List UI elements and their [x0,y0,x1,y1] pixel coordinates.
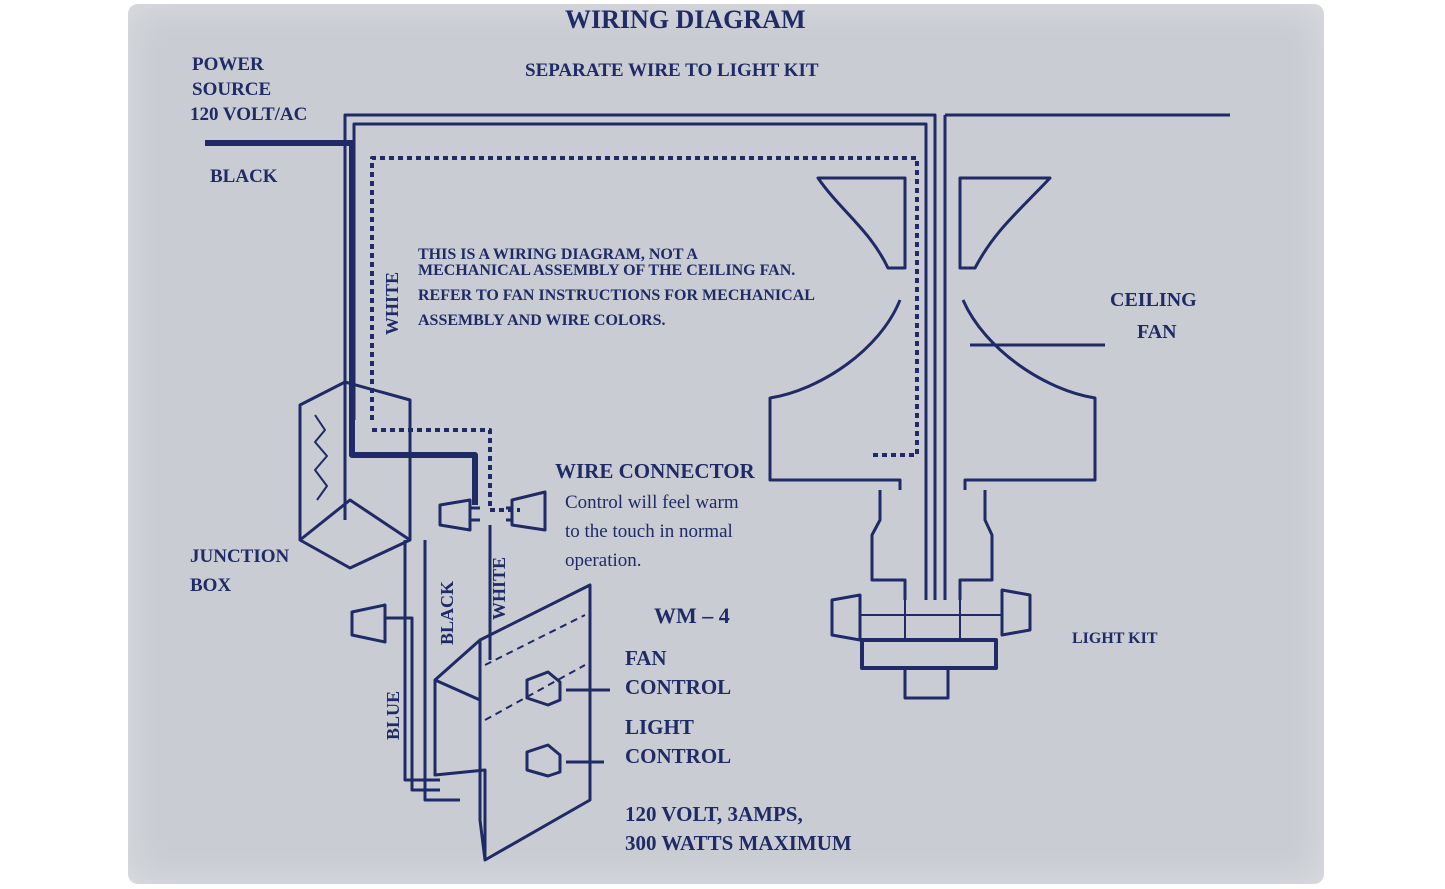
ceiling-fan-line-1: CEILING [1110,289,1197,311]
fan-motor-right [961,299,1097,490]
fan-motor-left [768,299,902,490]
wire-connector-text-2: to the touch in normal [565,521,733,542]
power-source-line-1: POWER [192,54,264,75]
junction-box-line-2: BOX [190,575,232,596]
light-control-line-2: CONTROL [625,744,732,768]
light-kit-stem [903,668,950,700]
control-dash-2 [484,664,586,721]
wire-black-control [423,540,460,802]
fan-control-line-1: FAN [625,646,667,670]
page-title: WIRING DIAGRAM [565,5,806,34]
junction-box-jagged [314,414,328,501]
fan-lower-left [870,490,907,600]
wire-light-kit-run [343,113,937,600]
note-line-4: ASSEMBLY AND WIRE COLORS. [418,312,666,329]
control-box [433,583,592,862]
note-line-2: MECHANICAL ASSEMBLY OF THE CEILING FAN. [418,262,796,279]
control-box-edge [434,640,487,861]
fan-lower-right [958,490,994,600]
junction-box-line-1: JUNCTION [190,546,290,567]
wire-connector-1 [438,498,480,532]
power-source-line-2: SOURCE [192,79,272,100]
wire-connector-2 [506,490,547,532]
junction-box-edge [299,382,411,542]
fan-knob [525,670,562,707]
wire-label-black-vertical: BLACK [437,580,457,645]
light-knob [525,743,562,778]
wire-label-black-top: BLACK [210,166,278,187]
rating-line-2: 300 WATTS MAXIMUM [625,831,852,855]
note-line-3: REFER TO FAN INSTRUCTIONS FOR MECHANICAL [418,287,815,304]
rating-line-1: 120 VOLT, 3AMPS, [625,802,803,826]
wire-label-white-vertical: WHITE [382,271,402,335]
wire-blue-run [403,540,440,782]
fan-control-line-2: CONTROL [625,675,732,699]
diagram-card [128,4,1324,884]
wire-white-run [370,156,919,457]
light-kit-connector-right [1000,588,1032,637]
note-line-1: THIS IS A WIRING DIAGRAM, NOT A [418,246,698,263]
fan-canopy-right [958,176,1052,270]
light-control-line-1: LIGHT [625,715,694,739]
ceiling-fan-line-2: FAN [1137,321,1177,343]
light-kit-wires [860,600,1002,640]
wire-connector-text-1: Control will feel warm [565,492,739,513]
subtitle: SEPARATE WIRE TO LIGHT KIT [525,60,819,81]
wire-connector-heading: WIRE CONNECTOR [555,459,755,483]
wire-to-connector [372,428,520,512]
light-kit-connector-left [830,593,862,642]
light-kit-plate [860,638,998,670]
wire-black-source [205,140,478,505]
model-number: WM – 4 [654,603,730,628]
fan-canopy-left [816,176,907,270]
power-source-line-3: 120 VOLT/AC [190,104,308,125]
control-dash-1 [484,614,586,666]
wire-label-white-lower: WHITE [489,556,509,620]
wire-connector-text-3: operation. [565,550,642,571]
light-kit-label: LIGHT KIT [1072,630,1158,647]
wire-label-blue: BLUE [383,690,403,740]
